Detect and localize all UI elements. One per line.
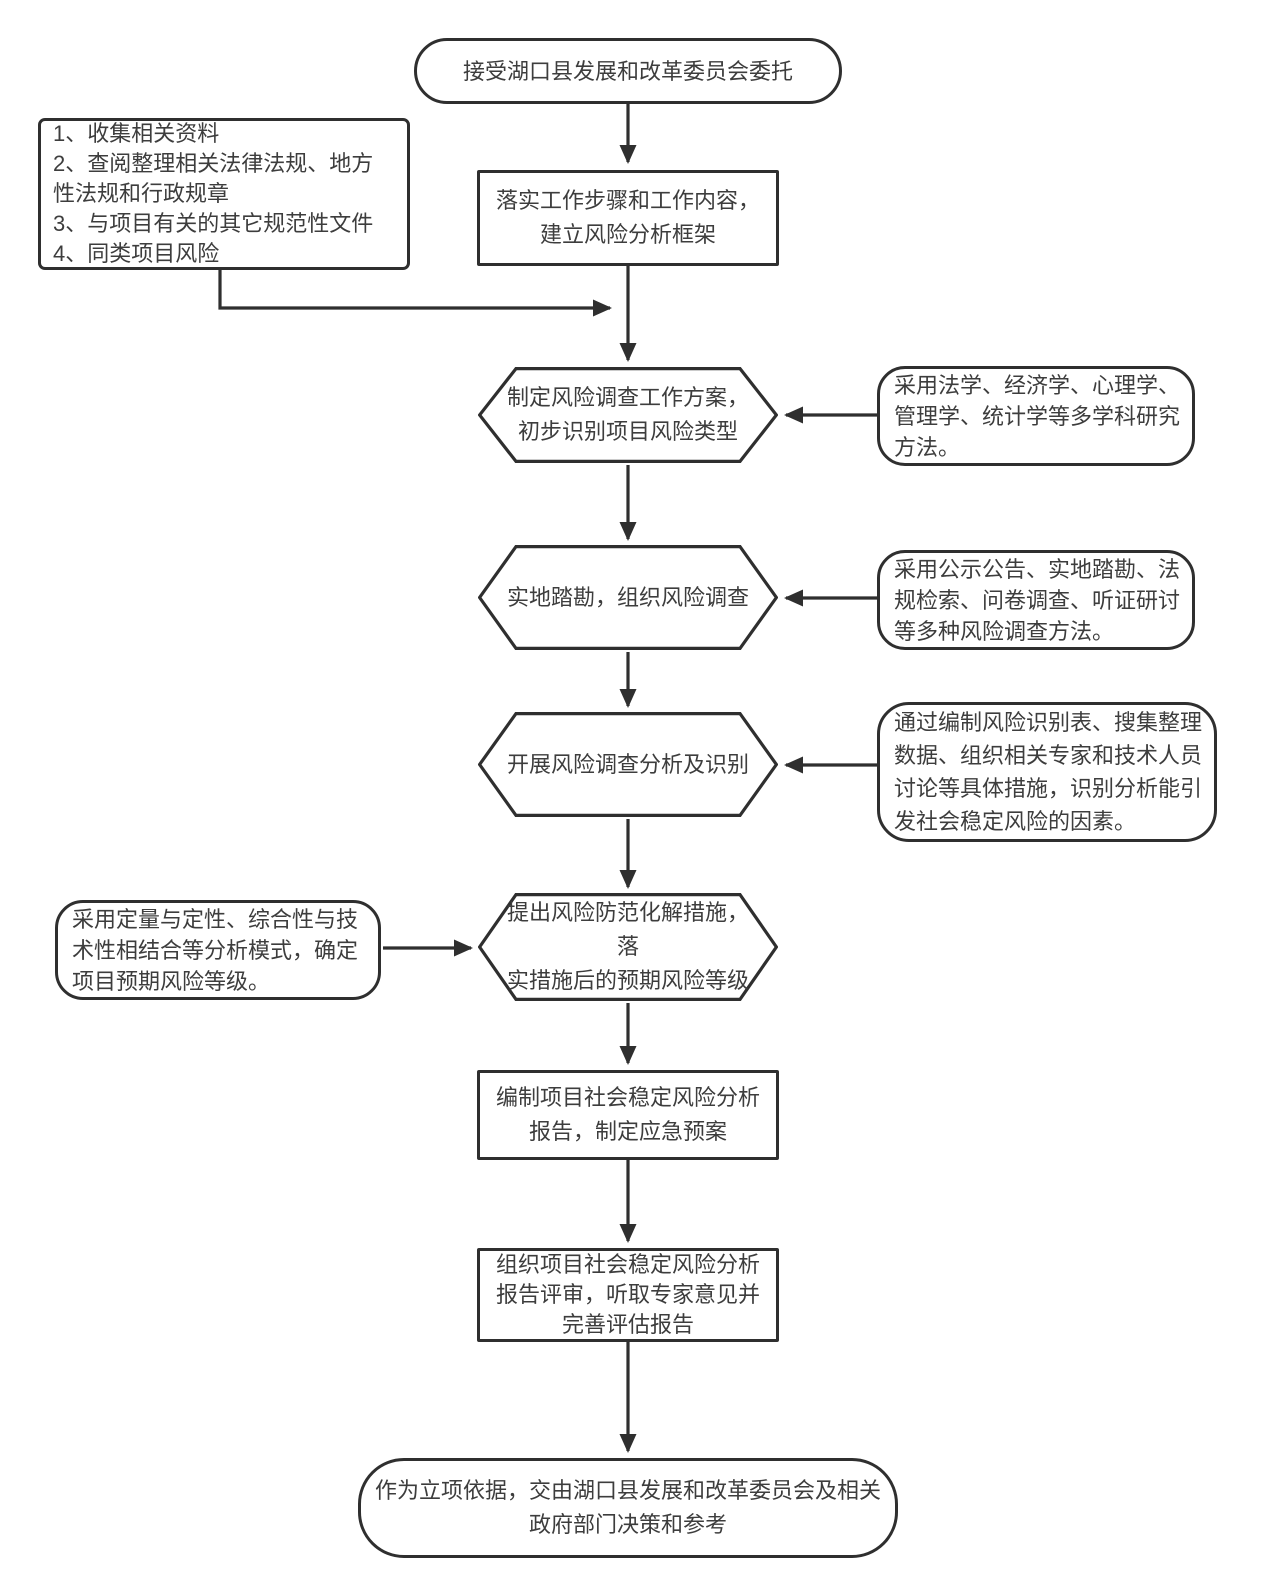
survey-methods-note: 采用公示公告、实地踏勘、法规检索、问卷调查、听证研讨等多种风险调查方法。	[877, 550, 1195, 650]
plan-step-hexagon: 制定风险调查工作方案，初步识别项目风险类型	[478, 367, 778, 463]
identify-measures-note: 通过编制风险识别表、搜集整理数据、组织相关专家和技术人员讨论等具体措施，识别分析…	[877, 702, 1217, 842]
analysis-mode-note: 采用定量与定性、综合性与技术性相结合等分析模式，确定项目预期风险等级。	[55, 900, 381, 1000]
hexagon-shape	[478, 893, 778, 1001]
hexagon-shape	[478, 712, 778, 817]
measures-step-label: 提出风险防范化解措施，落实措施后的预期风险等级	[506, 900, 749, 993]
identify-step-hexagon: 开展风险调查分析及识别	[478, 712, 778, 817]
plan-step-label: 制定风险调查工作方案，初步识别项目风险类型	[506, 385, 749, 444]
survey-step-label: 实地踏勘，组织风险调查	[506, 584, 749, 610]
start-node: 接受湖口县发展和改革委员会委托	[414, 38, 842, 104]
review-step: 组织项目社会稳定风险分析报告评审，听取专家意见并完善评估报告	[477, 1248, 779, 1342]
disciplines-note: 采用法学、经济学、心理学、管理学、统计学等多学科研究方法。	[877, 366, 1195, 466]
hexagon-shape	[478, 367, 778, 463]
identify-step-label: 开展风险调查分析及识别	[506, 751, 749, 777]
survey-step-hexagon: 实地踏勘，组织风险调查	[478, 545, 778, 650]
framework-step: 落实工作步骤和工作内容，建立风险分析框架	[477, 170, 779, 266]
hexagon-shape	[478, 545, 778, 650]
measures-step-hexagon: 提出风险防范化解措施，落实措施后的预期风险等级	[478, 893, 778, 1001]
end-node: 作为立项依据，交由湖口县发展和改革委员会及相关政府部门决策和参考	[358, 1458, 898, 1558]
report-step: 编制项目社会稳定风险分析报告，制定应急预案	[477, 1070, 779, 1160]
